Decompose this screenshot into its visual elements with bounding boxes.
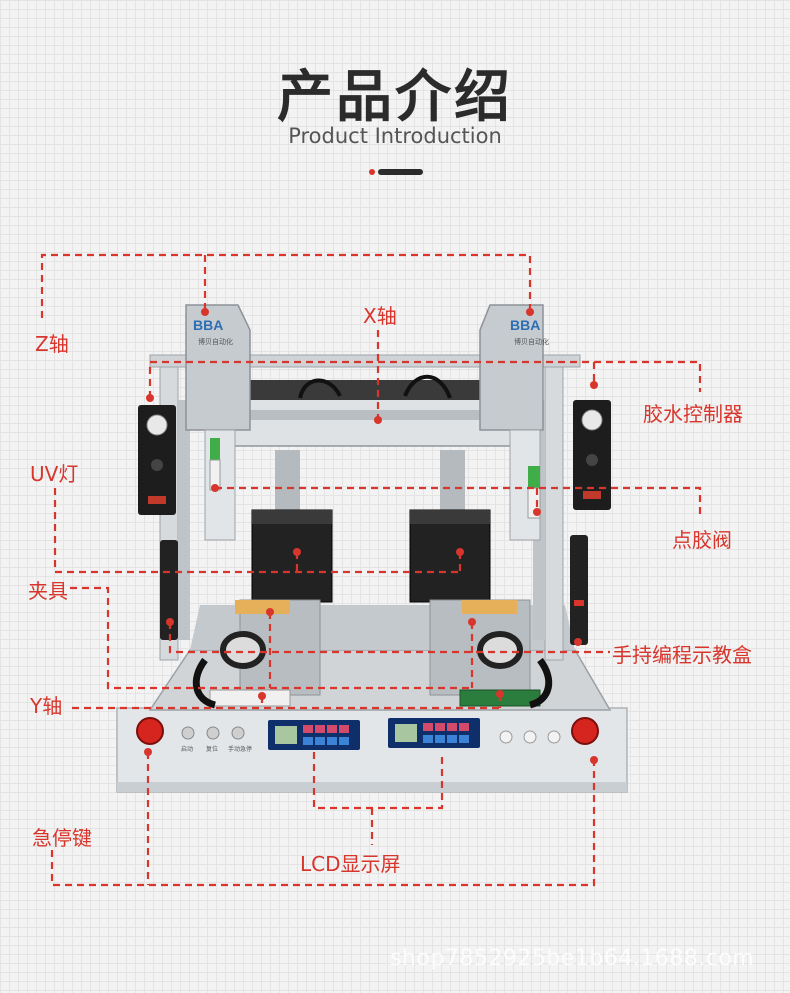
label-y-axis: Y轴 (30, 694, 63, 718)
leader-uv-lamp (53, 488, 464, 574)
leader-fixture (70, 586, 476, 690)
uv-lamp-right (409, 509, 491, 603)
teach-pendant-right (570, 535, 588, 645)
label-teach-pendant: 手持编程示教盒 (612, 643, 752, 667)
label-uv-lamp: UV灯 (30, 462, 79, 486)
title-decor-dot (369, 169, 375, 175)
panel-label-reset: 复位 (206, 745, 218, 753)
valve-right (528, 466, 540, 488)
label-z-axis: Z轴 (35, 332, 69, 356)
emergency-stop-right (571, 717, 599, 745)
uv-lamp-left (251, 509, 333, 603)
leader-x-axis (374, 330, 382, 424)
title-decor-bar (378, 169, 423, 175)
label-emergency-stop: 急停键 (32, 826, 92, 850)
leader-glue-controller (146, 360, 702, 402)
leader-y-axis (72, 690, 504, 710)
label-glue-controller: 胶水控制器 (643, 402, 743, 426)
watermark: shop7852925be1b64.1688.com (390, 946, 755, 971)
label-x-axis: X轴 (363, 304, 397, 328)
panel-label-manual: 手动急停 (228, 745, 252, 753)
right-column (544, 359, 564, 661)
brand-sub-right: 博贝自动化 (514, 337, 549, 346)
x-beam (219, 397, 521, 447)
leader-dispensing-valve (211, 484, 702, 516)
teach-pendant-left (160, 540, 178, 640)
panel-button-start (181, 726, 195, 740)
machine-base (116, 707, 628, 793)
label-fixture: 夹具 (28, 579, 68, 603)
z-axis-left (185, 304, 251, 431)
y-motor-right (477, 631, 523, 669)
leader-lcd-screen (312, 752, 444, 845)
label-dispensing-valve: 点胶阀 (672, 528, 732, 552)
valve-left (210, 438, 220, 460)
leader-teach-pendant (166, 618, 610, 654)
fixture-right (462, 600, 517, 614)
y-motor-left (220, 631, 266, 669)
brand-sub-left: 博贝自动化 (198, 337, 233, 346)
label-lcd-screen: LCD显示屏 (300, 852, 401, 876)
brand-logo-left: BBA (193, 317, 223, 333)
panel-label-start: 启动 (181, 745, 193, 753)
panel-button-manual (231, 726, 245, 740)
brand-logo-right: BBA (510, 317, 540, 333)
fixture-left (235, 600, 290, 614)
emergency-stop-left (136, 717, 164, 745)
leader-emergency-stop (50, 748, 598, 887)
leader-z-axis (40, 253, 534, 318)
page-title: 产品介绍 (277, 65, 513, 130)
page-subtitle: Product Introduction (288, 124, 502, 148)
panel-button-reset (206, 726, 220, 740)
